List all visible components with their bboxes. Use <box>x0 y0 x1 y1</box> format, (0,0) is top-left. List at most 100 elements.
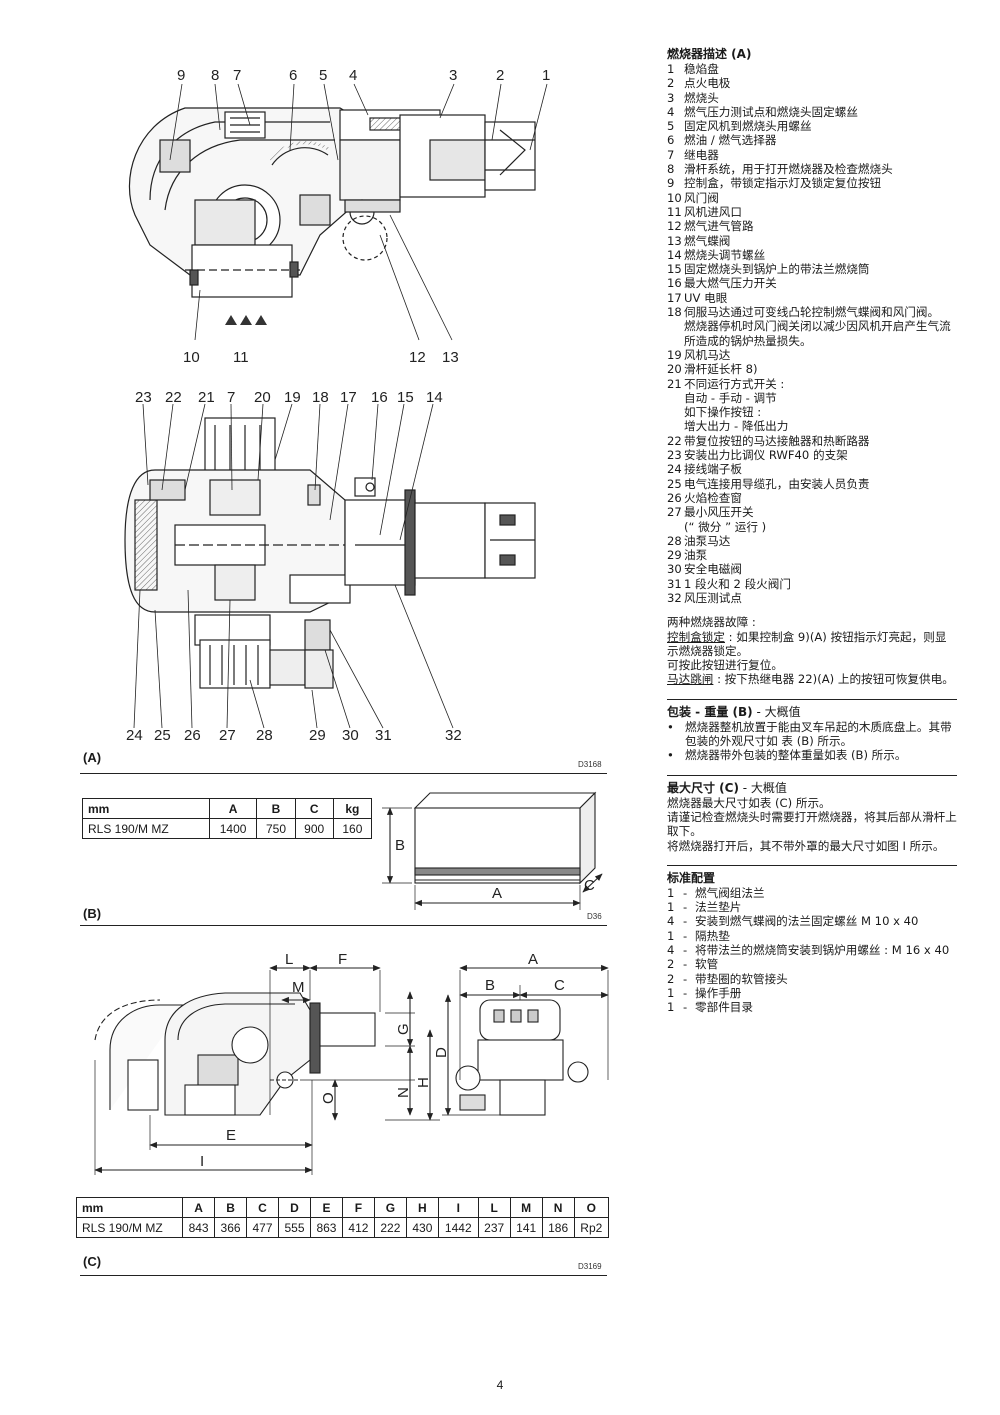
table-b-header-cell: kg <box>332 798 373 819</box>
item-text: 软管 <box>695 957 719 972</box>
item-text: 火焰检查窗 <box>684 491 957 505</box>
burner-side-view <box>128 107 536 325</box>
item-main: 风门阀 <box>684 190 719 205</box>
label-19: 19 <box>284 389 301 406</box>
box-label-c: C <box>584 877 595 894</box>
caption-b: (B) <box>83 906 102 921</box>
item-text: 零部件目录 <box>695 1000 753 1015</box>
dim-label-d: D <box>433 1047 450 1058</box>
item-number: 28 <box>667 533 682 548</box>
dim-label-a: A <box>528 951 538 968</box>
label-25: 25 <box>154 727 171 744</box>
table-c-cell: 222 <box>373 1217 407 1238</box>
dim-label-n: N <box>395 1087 412 1098</box>
box-label-a: A <box>492 885 502 902</box>
item-main: 燃气蝶阀 <box>684 233 731 248</box>
rule-c <box>80 1275 607 1276</box>
item-text: 固定燃烧头到锅炉上的带法兰燃烧筒 <box>684 262 957 276</box>
table-c-header-cell: E <box>309 1197 343 1218</box>
fault-lockout: 控制盒锁定 : 如果控制盒 9)(A) 按钮指示灯亮起，则显示燃烧器锁定。 <box>667 630 957 659</box>
item-number: 30 <box>667 562 682 577</box>
item-text: 带复位按钮的马达接触器和热断路器 <box>684 434 957 448</box>
item-text: 燃气压力测试点和燃烧头固定螺丝 <box>684 105 957 119</box>
table-c-header-cell: O <box>573 1197 610 1218</box>
fault-lockout-label: 控制盒锁定 <box>667 629 725 644</box>
item-text: UV 电眼 <box>684 291 957 305</box>
item-subtext: (“ 微分 ” 运行 ) <box>684 519 767 534</box>
item-main: 继电器 <box>684 147 719 162</box>
item-main: UV 电眼 <box>684 290 728 305</box>
dim-label-f: F <box>338 951 347 968</box>
caption-a: (A) <box>83 750 102 765</box>
item-text: 风门阀 <box>684 191 957 205</box>
table-b-cell: 900 <box>294 818 334 839</box>
rule-b <box>80 925 607 926</box>
dash-separator: - <box>683 885 688 900</box>
item-text: 燃烧头调节螺丝 <box>684 248 957 262</box>
dash-separator: - <box>683 1000 688 1015</box>
item-text: 不同运行方式开关 :自动 - 手动 - 调节如下操作按钮 :增大出力 - 降低出… <box>684 377 957 434</box>
table-c-header-cell: M <box>509 1197 543 1218</box>
item-quantity: 1 <box>667 928 675 943</box>
table-b-cell: RLS 190/M MZ <box>82 818 210 839</box>
item-number: 23 <box>667 448 682 463</box>
list-item: 1-法兰垫片 <box>667 900 957 914</box>
table-c-cell: 366 <box>214 1217 248 1238</box>
item-number: 27 <box>667 505 682 520</box>
page-number: 4 <box>496 1378 504 1392</box>
label-5: 5 <box>319 67 327 84</box>
item-text: 燃气进气管路 <box>684 219 957 233</box>
label-14: 14 <box>426 389 443 406</box>
table-row: RLS 190/M MZ 843 366 477 555 863 412 222… <box>75 1217 610 1238</box>
item-number: 17 <box>667 290 682 305</box>
item-text: 安装到燃气蝶阀的法兰固定螺丝 M 10 x 40 <box>695 914 919 929</box>
list-item: 2-带垫圈的软管接头 <box>667 972 957 986</box>
list-item: 1-隔热垫 <box>667 929 957 943</box>
label-2: 2 <box>496 67 504 84</box>
dim-label-l: L <box>285 951 293 968</box>
list-item: •燃烧器整机放置于能由叉车吊起的木质底盘上。其带包装的外观尺寸如 表 (B) 所… <box>667 720 957 749</box>
item-quantity: 4 <box>667 943 675 958</box>
item-quantity: 2 <box>667 957 675 972</box>
item-text: 燃气蝶阀 <box>684 234 957 248</box>
maxdim-line: 燃烧器最大尺寸如表 (C) 所示。 <box>667 795 831 810</box>
label-21: 21 <box>198 389 215 406</box>
item-number: 24 <box>667 462 682 477</box>
table-c-header-cell: N <box>541 1197 575 1218</box>
item-text: 最小风压开关(“ 微分 ” 运行 ) <box>684 505 957 534</box>
label-3: 3 <box>449 67 457 84</box>
label-26: 26 <box>184 727 201 744</box>
table-c-header-cell: A <box>182 1197 216 1218</box>
label-18: 18 <box>312 389 329 406</box>
item-number: 25 <box>667 476 682 491</box>
fault-motor-text: : 按下热继电器 22)(A) 上的按钮可恢复供电。 <box>713 672 954 687</box>
item-quantity: 1 <box>667 885 675 900</box>
item-subtext: 增大出力 - 降低出力 <box>684 419 789 434</box>
list-item: 4-将带法兰的燃烧筒安装到锅炉用螺丝 : M 16 x 40 <box>667 943 957 957</box>
label-7-plan: 7 <box>227 389 235 406</box>
item-number: 26 <box>667 490 682 505</box>
item-text: 风机马达 <box>684 348 957 362</box>
label-1: 1 <box>542 67 550 84</box>
item-text: 将带法兰的燃烧筒安装到锅炉用螺丝 : M 16 x 40 <box>695 943 950 958</box>
table-c-cell: 477 <box>246 1217 279 1238</box>
item-main: 控制盒，带锁定指示灯及锁定复位按钮 <box>684 176 882 191</box>
description-title: 燃烧器描述 (A) <box>667 47 752 61</box>
item-main: 电气连接用导缆孔，由安装人员负责 <box>684 476 870 491</box>
item-text: 操作手册 <box>695 985 742 1000</box>
fault-lockout-text: : 如果控制盒 9)(A) 按钮指示灯亮起，则显示燃烧器锁定。 <box>667 629 947 658</box>
label-6: 6 <box>289 67 297 84</box>
item-quantity: 1 <box>667 985 675 1000</box>
dim-label-b: B <box>485 977 495 994</box>
item-text: 带垫圈的软管接头 <box>695 971 788 986</box>
rule-a <box>80 773 607 774</box>
